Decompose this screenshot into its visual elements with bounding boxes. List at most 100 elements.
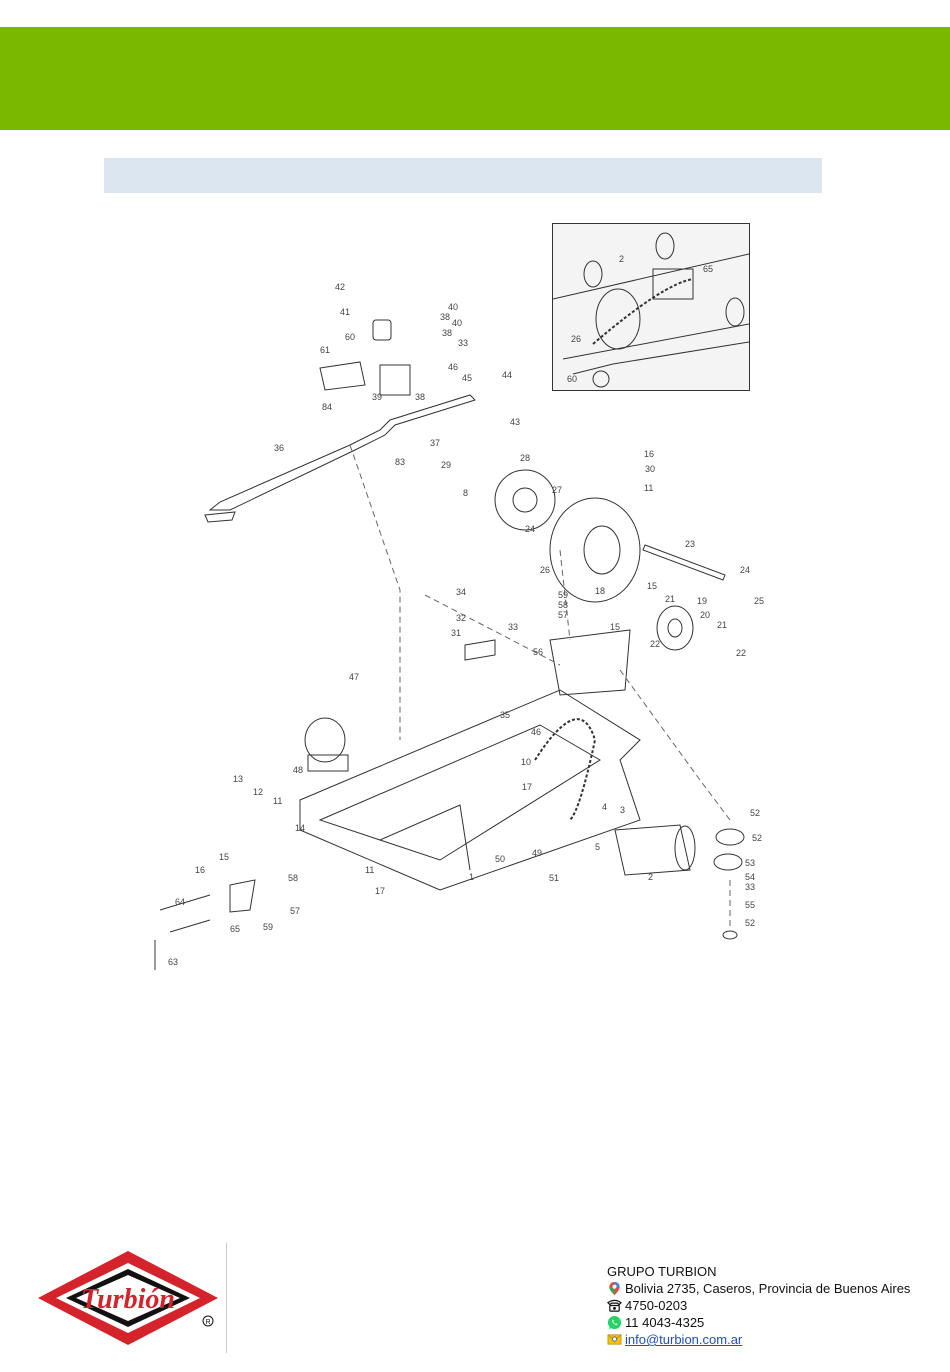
svg-text:51: 51 bbox=[549, 873, 559, 883]
svg-text:59: 59 bbox=[558, 590, 568, 600]
svg-text:83: 83 bbox=[395, 457, 405, 467]
drive-wheel-drawing bbox=[549, 497, 641, 603]
header-band bbox=[0, 27, 950, 130]
svg-text:30: 30 bbox=[645, 464, 655, 474]
svg-text:63: 63 bbox=[168, 957, 178, 967]
svg-text:2: 2 bbox=[619, 254, 624, 264]
svg-text:55: 55 bbox=[745, 900, 755, 910]
turbion-logo: Turbión R bbox=[38, 1251, 218, 1345]
svg-text:20: 20 bbox=[700, 610, 710, 620]
svg-text:10: 10 bbox=[521, 757, 531, 767]
inset-detail-view: 2 65 26 60 bbox=[552, 223, 750, 391]
svg-text:56: 56 bbox=[533, 647, 543, 657]
svg-text:11: 11 bbox=[365, 865, 374, 875]
svg-text:43: 43 bbox=[510, 417, 520, 427]
svg-text:27: 27 bbox=[552, 485, 562, 495]
svg-text:53: 53 bbox=[745, 858, 755, 868]
motor-drawing bbox=[614, 824, 691, 876]
svg-text:29: 29 bbox=[441, 460, 451, 470]
svg-text:40: 40 bbox=[448, 302, 458, 312]
phone-text: 4750-0203 bbox=[625, 1298, 688, 1313]
footer-divider bbox=[226, 1243, 227, 1353]
svg-text:15: 15 bbox=[219, 852, 229, 862]
svg-text:33: 33 bbox=[458, 338, 468, 348]
telephone-icon bbox=[607, 1299, 622, 1312]
svg-text:14: 14 bbox=[295, 823, 305, 833]
email-link[interactable]: info@turbion.com.ar bbox=[625, 1332, 743, 1347]
svg-text:28: 28 bbox=[520, 453, 530, 463]
svg-text:3: 3 bbox=[620, 805, 625, 815]
svg-text:12: 12 bbox=[253, 787, 263, 797]
svg-text:15: 15 bbox=[610, 622, 620, 632]
svg-text:5: 5 bbox=[595, 842, 600, 852]
address-text: Bolivia 2735, Caseros, Provincia de Buen… bbox=[625, 1281, 911, 1296]
svg-text:42: 42 bbox=[335, 282, 345, 292]
svg-text:24: 24 bbox=[525, 524, 535, 534]
svg-text:49: 49 bbox=[532, 848, 542, 858]
svg-text:35: 35 bbox=[500, 710, 510, 720]
svg-text:26: 26 bbox=[540, 565, 550, 575]
phone-row: 4750-0203 bbox=[607, 1297, 937, 1314]
svg-text:21: 21 bbox=[665, 594, 675, 604]
control-box-drawing bbox=[379, 364, 411, 396]
svg-text:13: 13 bbox=[233, 774, 243, 784]
svg-text:16: 16 bbox=[644, 449, 654, 459]
svg-text:59: 59 bbox=[263, 922, 273, 932]
section-title-bar bbox=[104, 158, 822, 193]
svg-text:11: 11 bbox=[644, 483, 653, 493]
svg-text:48: 48 bbox=[293, 765, 303, 775]
svg-text:26: 26 bbox=[571, 334, 581, 344]
svg-text:46: 46 bbox=[531, 727, 541, 737]
svg-text:18: 18 bbox=[595, 586, 605, 596]
svg-text:2: 2 bbox=[648, 872, 653, 882]
svg-text:38: 38 bbox=[415, 392, 425, 402]
contact-block: GRUPO TURBION Bolivia 2735, Caseros, Pro… bbox=[607, 1263, 937, 1348]
svg-text:58: 58 bbox=[288, 873, 298, 883]
svg-text:64: 64 bbox=[175, 897, 185, 907]
handle-drawing bbox=[208, 394, 476, 511]
svg-text:61: 61 bbox=[320, 345, 330, 355]
address-row: Bolivia 2735, Caseros, Provincia de Buen… bbox=[607, 1280, 937, 1297]
svg-text:15: 15 bbox=[647, 581, 657, 591]
svg-text:24: 24 bbox=[740, 565, 750, 575]
svg-text:33: 33 bbox=[508, 622, 518, 632]
svg-text:52: 52 bbox=[745, 918, 755, 928]
svg-text:25: 25 bbox=[754, 596, 764, 606]
whatsapp-text: 11 4043-4325 bbox=[625, 1315, 705, 1330]
svg-text:36: 36 bbox=[274, 443, 284, 453]
svg-text:40: 40 bbox=[452, 318, 462, 328]
whatsapp-row: 11 4043-4325 bbox=[607, 1314, 937, 1331]
svg-text:38: 38 bbox=[440, 312, 450, 322]
svg-text:33: 33 bbox=[745, 882, 755, 892]
svg-text:60: 60 bbox=[567, 374, 577, 384]
svg-text:22: 22 bbox=[650, 639, 660, 649]
svg-text:17: 17 bbox=[375, 886, 385, 896]
svg-text:32: 32 bbox=[456, 613, 466, 623]
svg-text:11: 11 bbox=[273, 796, 282, 806]
svg-text:84: 84 bbox=[322, 402, 332, 412]
svg-text:41: 41 bbox=[340, 307, 350, 317]
email-row: info@turbion.com.ar bbox=[607, 1331, 937, 1348]
svg-text:38: 38 bbox=[442, 328, 452, 338]
company-name: GRUPO TURBION bbox=[607, 1264, 717, 1279]
frame-drawing bbox=[299, 689, 641, 891]
svg-text:1: 1 bbox=[469, 872, 474, 882]
svg-text:58: 58 bbox=[558, 600, 568, 610]
svg-text:52: 52 bbox=[750, 808, 760, 818]
whatsapp-icon bbox=[607, 1315, 622, 1330]
svg-text:65: 65 bbox=[703, 264, 713, 274]
email-icon bbox=[607, 1334, 622, 1345]
svg-text:60: 60 bbox=[345, 332, 355, 342]
svg-text:45: 45 bbox=[462, 373, 472, 383]
svg-text:46: 46 bbox=[448, 362, 458, 372]
svg-text:47: 47 bbox=[349, 672, 359, 682]
svg-text:31: 31 bbox=[451, 628, 461, 638]
svg-text:50: 50 bbox=[495, 854, 505, 864]
svg-text:16: 16 bbox=[195, 865, 205, 875]
svg-text:65: 65 bbox=[230, 924, 240, 934]
svg-text:19: 19 bbox=[697, 596, 707, 606]
sprocket-drawing bbox=[494, 469, 556, 531]
svg-text:54: 54 bbox=[745, 872, 755, 882]
logo-wordmark: Turbión bbox=[81, 1284, 175, 1315]
